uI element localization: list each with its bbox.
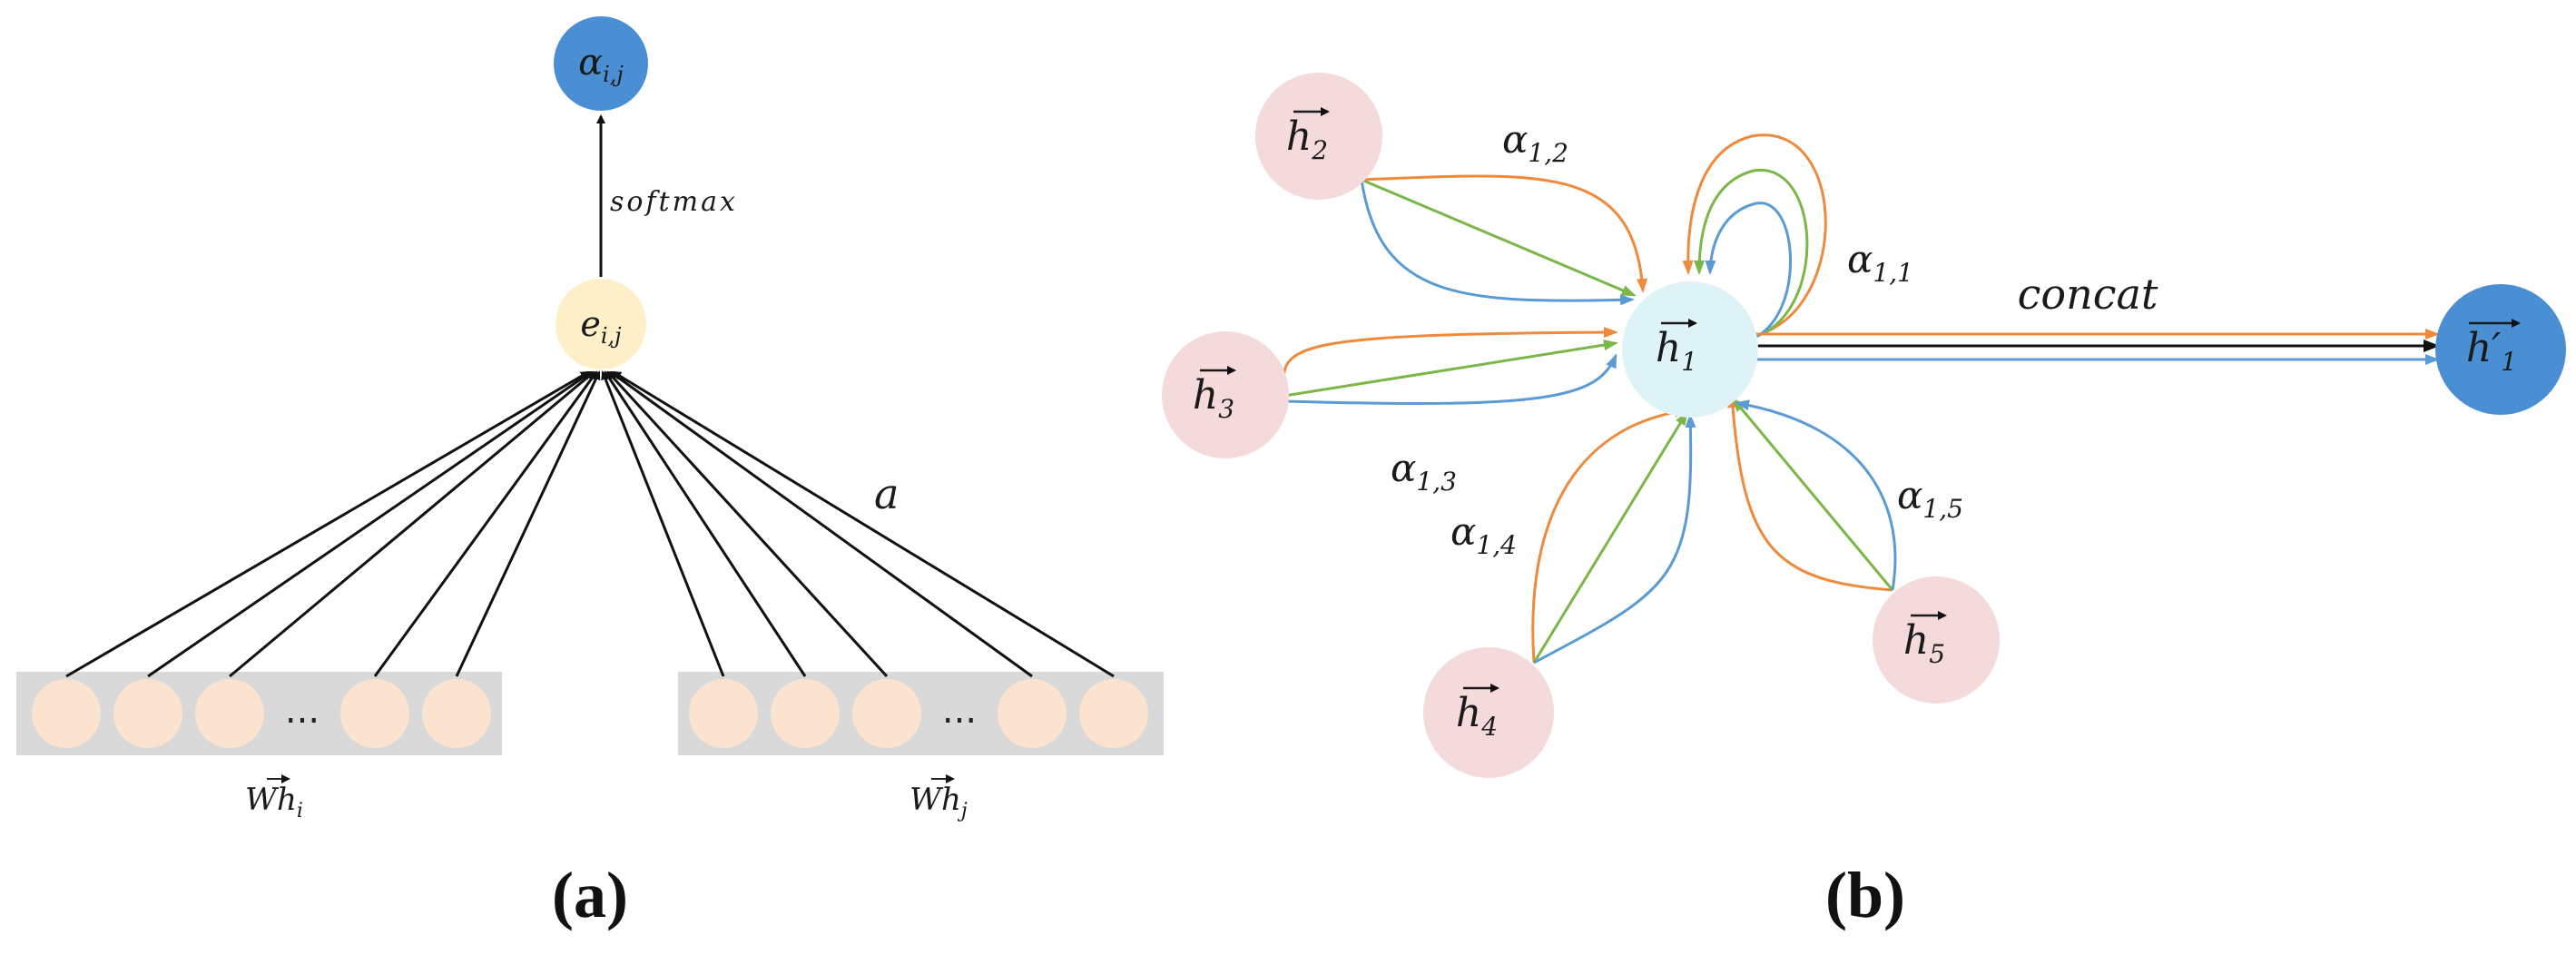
score-node (556, 279, 646, 369)
input-node (998, 679, 1067, 748)
input-node (195, 679, 264, 748)
panel-a: ... ... Whi Whj a ei,j softmax αi,j (16, 16, 1164, 931)
svg-text:h4: h4 (1456, 690, 1498, 742)
svg-text:h1: h1 (1656, 325, 1697, 377)
svg-text:Whi: Whi (245, 782, 303, 822)
edges-h5 (1726, 393, 1897, 592)
input-node (422, 679, 491, 748)
output-node-h1-prime-label: h′1 (2466, 319, 2521, 377)
neighbor-node-h4 (1423, 647, 1554, 778)
input-node (113, 679, 182, 748)
alpha-1-3-label: α1,3 (1391, 446, 1457, 497)
edges-h3 (1282, 327, 1618, 405)
neighbor-node-h3-label: h3 (1193, 366, 1236, 424)
left-ellipsis: ... (285, 690, 320, 732)
left-group-label: Whi (245, 774, 303, 822)
neighbor-node-h5-label: h5 (1903, 611, 1947, 669)
alpha-1-4-label: α1,4 (1450, 509, 1517, 560)
alpha-output-node (554, 16, 648, 111)
svg-text:h′1: h′1 (2466, 325, 2517, 377)
input-node (689, 679, 758, 748)
right-group-label: Whj (909, 774, 968, 822)
alpha-1-2-label: α1,2 (1502, 117, 1568, 168)
alpha-1-1-label: α1,1 (1847, 237, 1913, 288)
output-node-h1-prime (2435, 284, 2566, 415)
left-input-nodes (32, 679, 491, 748)
right-ellipsis: ... (942, 690, 977, 732)
panel-b-label: (b) (1825, 859, 1905, 931)
concat-label: concat (2018, 270, 2158, 319)
panel-a-label: (a) (552, 859, 628, 931)
softmax-label: softmax (610, 186, 738, 218)
score-node-label: ei,j (580, 304, 622, 349)
panel-b: concat h1 h2 h3 h4 h5 (1162, 73, 2566, 931)
edges-h2 (1360, 174, 1648, 306)
concat-arrows (1743, 329, 2440, 365)
input-node (340, 679, 409, 748)
svg-text:h2: h2 (1286, 113, 1328, 165)
alpha-1-5-label: α1,5 (1897, 473, 1963, 524)
svg-text:h3: h3 (1193, 372, 1234, 424)
input-node (32, 679, 101, 748)
neighbor-node-h2-label: h2 (1286, 107, 1330, 165)
edges-h4 (1531, 406, 1696, 665)
input-node (1079, 679, 1148, 748)
center-node-h1-label: h1 (1656, 319, 1697, 377)
alpha-output-label: αi,j (578, 42, 624, 87)
neighbor-node-h5 (1873, 576, 2000, 704)
svg-text:h5: h5 (1903, 617, 1945, 669)
neighbor-node-h2 (1255, 73, 1382, 200)
attention-edges (65, 370, 1115, 678)
neighbor-node-h4-label: h4 (1456, 684, 1499, 742)
center-node-h1 (1622, 281, 1758, 418)
input-node (852, 679, 921, 748)
neighbor-node-h3 (1162, 331, 1289, 458)
weight-label: a (874, 469, 899, 518)
input-node (771, 679, 840, 748)
svg-text:Whj: Whj (909, 782, 968, 822)
right-input-nodes (689, 679, 1148, 748)
self-loops-h1 (1682, 133, 1827, 343)
